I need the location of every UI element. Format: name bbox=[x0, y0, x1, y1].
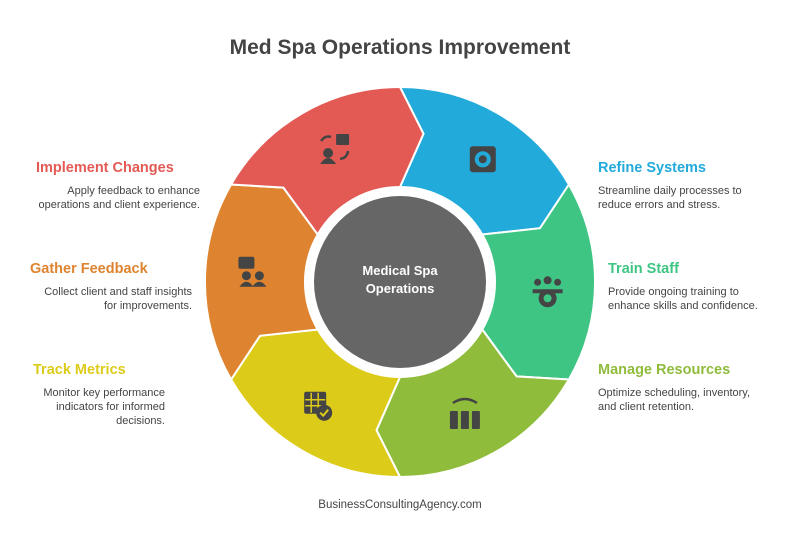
step-desc: Provide ongoing training to enhance skil… bbox=[608, 286, 758, 312]
step-title: Implement Changes bbox=[36, 160, 174, 176]
step-train-staff: Train Staff Provide ongoing training to … bbox=[608, 261, 778, 313]
step-gather-feedback: Gather Feedback Collect client and staff… bbox=[30, 261, 192, 313]
step-manage-resources: Manage Resources Optimize scheduling, in… bbox=[598, 362, 768, 414]
change-presentation-icon bbox=[320, 134, 350, 164]
center-label-1: Medical Spa bbox=[362, 263, 438, 278]
step-title: Train Staff bbox=[608, 261, 679, 277]
team-gear-icon bbox=[532, 276, 563, 308]
step-track-metrics: Track Metrics Monitor key performance in… bbox=[33, 362, 165, 428]
feedback-people-icon bbox=[238, 256, 267, 287]
step-refine-systems: Refine Systems Streamline daily processe… bbox=[598, 160, 778, 212]
resource-exchange-icon bbox=[449, 397, 480, 429]
step-desc: Optimize scheduling, inventory, and clie… bbox=[598, 387, 751, 413]
step-desc: Collect client and staff insights for im… bbox=[44, 286, 192, 312]
step-desc: Streamline daily processes to reduce err… bbox=[598, 185, 742, 211]
page-title: Med Spa Operations Improvement bbox=[229, 36, 571, 59]
center-circle bbox=[314, 196, 486, 368]
step-implement-changes: Implement Changes Apply feedback to enha… bbox=[30, 160, 200, 212]
step-title: Track Metrics bbox=[33, 362, 126, 378]
step-desc: Monitor key performance indicators for i… bbox=[43, 387, 165, 427]
step-title: Refine Systems bbox=[598, 160, 706, 176]
chip-gear-icon bbox=[469, 146, 496, 173]
footer-credit: BusinessConsultingAgency.com bbox=[318, 499, 482, 511]
step-title: Manage Resources bbox=[598, 362, 731, 378]
center-label-2: Operations bbox=[366, 281, 435, 296]
step-title: Gather Feedback bbox=[30, 261, 148, 277]
step-desc: Apply feedback to enhance operations and… bbox=[38, 185, 200, 211]
table-check-icon bbox=[304, 391, 333, 421]
